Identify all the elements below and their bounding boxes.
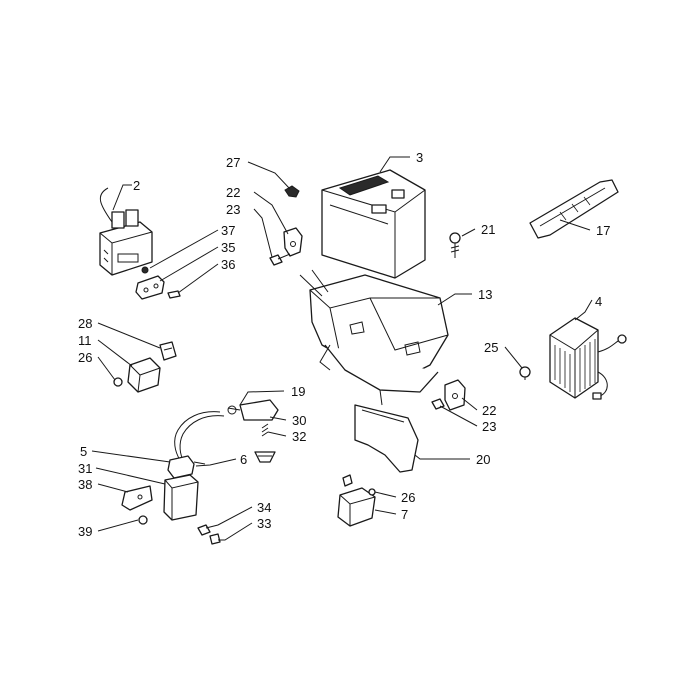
part-27-clip	[284, 185, 300, 198]
callout-20: 20	[476, 452, 490, 467]
part-22-23-upper-bracket	[269, 227, 303, 266]
callout-6: 6	[240, 452, 247, 467]
callout-25: 25	[484, 340, 498, 355]
part-37-35-36-bracket-hardware	[135, 266, 181, 300]
callout-22-lower: 22	[482, 403, 496, 418]
part-3-battery	[321, 169, 426, 279]
callout-21: 21	[481, 222, 495, 237]
callout-23-upper: 23	[226, 202, 240, 217]
callout-38: 38	[78, 477, 92, 492]
part-2-relay-block	[99, 187, 153, 276]
callout-labels: 2 37 35 36 27 22 23 3 21 17 13 4 28 11 2…	[78, 150, 610, 539]
callout-34: 34	[257, 500, 271, 515]
callout-23-lower: 23	[482, 419, 496, 434]
part-26-7-lower-relay	[337, 474, 376, 527]
callout-11: 11	[78, 333, 92, 348]
callout-31: 31	[78, 461, 92, 476]
callout-33: 33	[257, 516, 271, 531]
callout-26-lower: 26	[401, 490, 415, 505]
part-4-voltage-regulator	[549, 317, 627, 400]
callout-13: 13	[478, 287, 492, 302]
callout-7: 7	[401, 507, 408, 522]
callout-37: 37	[221, 223, 235, 238]
callout-28: 28	[78, 316, 92, 331]
callout-17: 17	[596, 223, 610, 238]
callout-27: 27	[226, 155, 240, 170]
part-ignition-coil-group	[121, 411, 225, 545]
callout-2: 2	[133, 178, 140, 193]
callout-30: 30	[292, 413, 306, 428]
callout-26-left: 26	[78, 350, 92, 365]
part-11-26-left-relay	[113, 357, 161, 393]
leader-lines	[91, 156, 593, 541]
callout-22-upper: 22	[226, 185, 240, 200]
callout-5: 5	[80, 444, 87, 459]
part-13-battery-box	[299, 269, 449, 406]
callout-4: 4	[595, 294, 602, 309]
callout-32: 32	[292, 429, 306, 444]
callout-39: 39	[78, 524, 92, 539]
part-19-30-32-plug-cap	[227, 399, 279, 463]
callout-36: 36	[221, 257, 235, 272]
part-28-clip	[159, 341, 177, 361]
part-21-screw	[449, 232, 461, 258]
callout-3: 3	[416, 150, 423, 165]
part-22-23-lower-bracket	[431, 379, 466, 411]
part-17-battery-strap	[529, 179, 619, 239]
part-20-cover-plate	[354, 404, 419, 473]
callout-19: 19	[291, 384, 305, 399]
callout-35: 35	[221, 240, 235, 255]
part-25-screw	[519, 366, 531, 380]
